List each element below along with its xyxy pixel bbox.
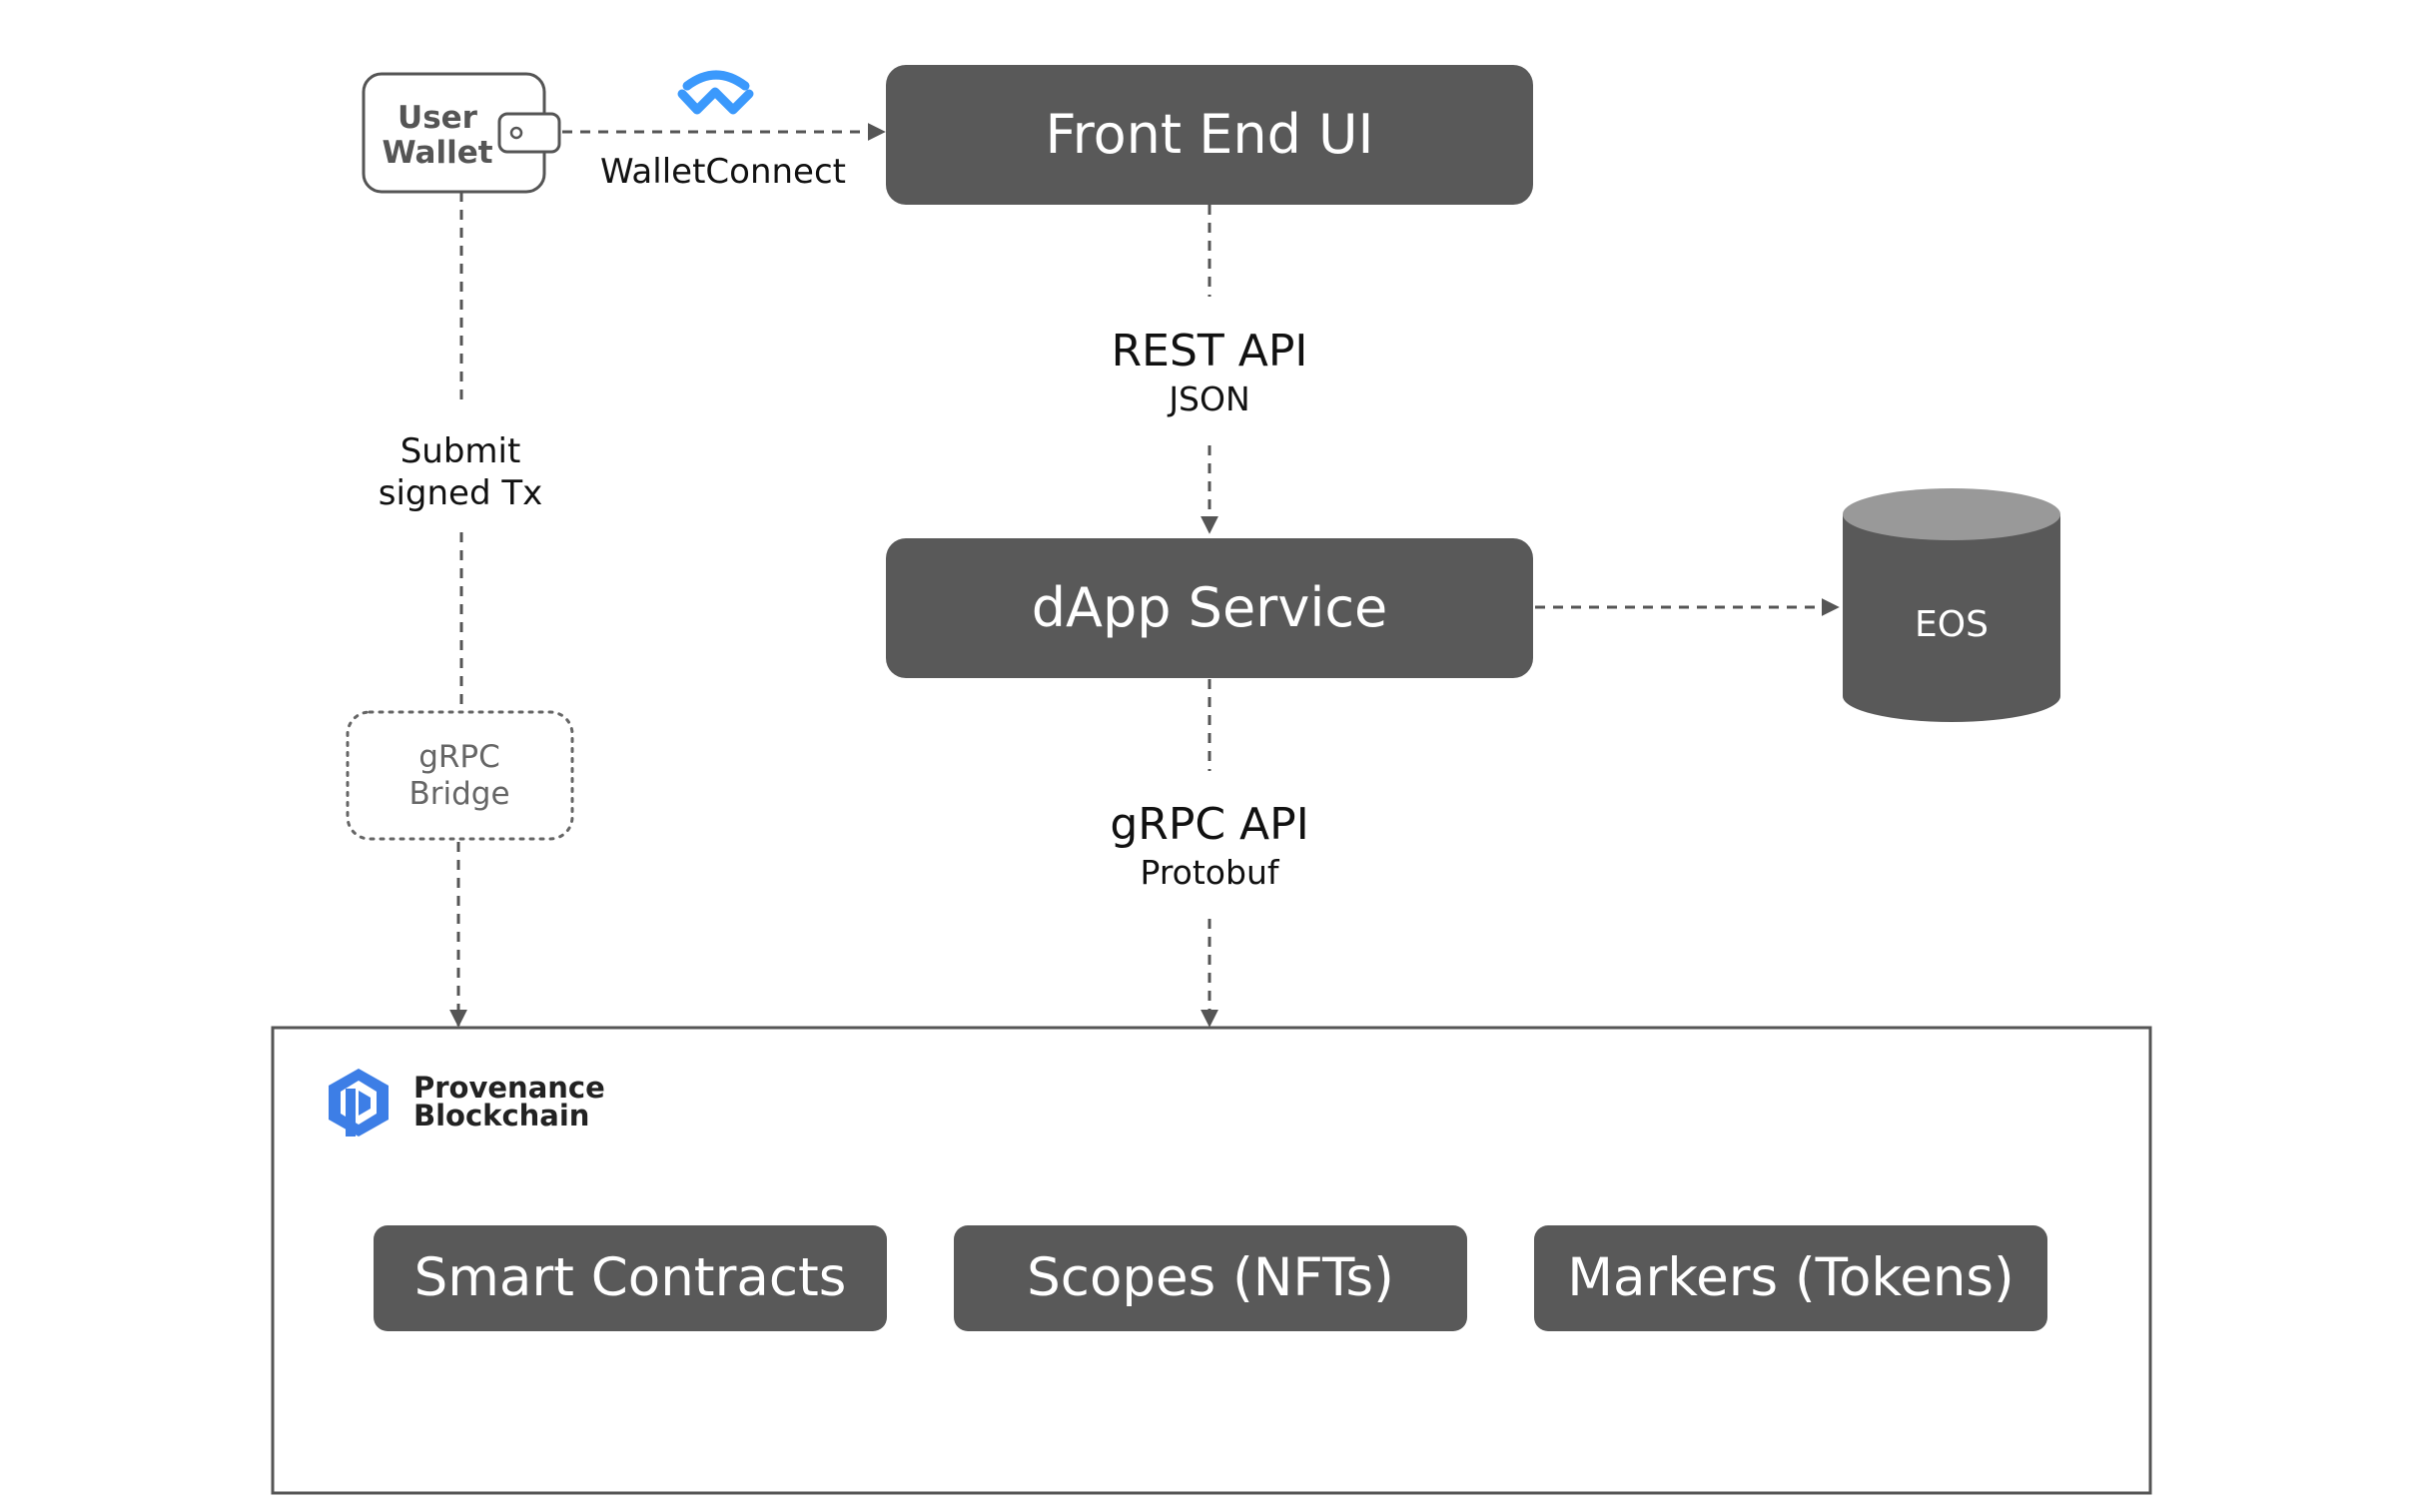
rest-api-label: REST API <box>1112 326 1308 377</box>
user-wallet-line1: User <box>398 100 478 136</box>
submit-label-line1: Submit <box>401 431 521 471</box>
front-end-ui-node: Front End UI <box>886 65 1533 205</box>
provenance-blockchain-container: Provenance Blockchain Smart Contracts Sc… <box>271 1026 2152 1495</box>
grpc-bridge-line1: gRPC <box>418 739 500 775</box>
smart-contracts-label: Smart Contracts <box>414 1247 847 1308</box>
dapp-service-node: dApp Service <box>886 538 1533 678</box>
eos-label: EOS <box>1915 604 1989 645</box>
grpc-bridge-line2: Bridge <box>408 776 509 812</box>
grpc-protobuf-label: Protobuf <box>1141 853 1280 892</box>
smart-contracts-module: Smart Contracts <box>374 1225 887 1331</box>
dapp-service-label: dApp Service <box>1032 576 1388 639</box>
walletconnect-icon <box>677 70 754 115</box>
wallet-icon <box>497 112 561 154</box>
markers-label: Markers (Tokens) <box>1567 1247 2013 1308</box>
submit-label-line2: signed Tx <box>379 473 543 513</box>
rest-json-label: JSON <box>1167 379 1249 418</box>
front-end-ui-label: Front End UI <box>1046 103 1374 166</box>
grpc-api-label: gRPC API <box>1110 799 1308 850</box>
grpc-bridge-node: gRPC Bridge <box>346 710 574 841</box>
user-wallet-node: User Wallet <box>362 72 561 194</box>
database-icon: EOS <box>1843 488 2060 722</box>
scopes-module: Scopes (NFTs) <box>954 1225 1467 1331</box>
markers-module: Markers (Tokens) <box>1534 1225 2047 1331</box>
provenance-brand-line1: Provenance <box>413 1071 605 1105</box>
scopes-label: Scopes (NFTs) <box>1027 1247 1394 1308</box>
provenance-brand-line2: Blockchain <box>413 1099 589 1133</box>
provenance-logo-icon <box>329 1069 389 1136</box>
user-wallet-line2: Wallet <box>382 135 492 171</box>
walletconnect-label: WalletConnect <box>600 152 846 192</box>
